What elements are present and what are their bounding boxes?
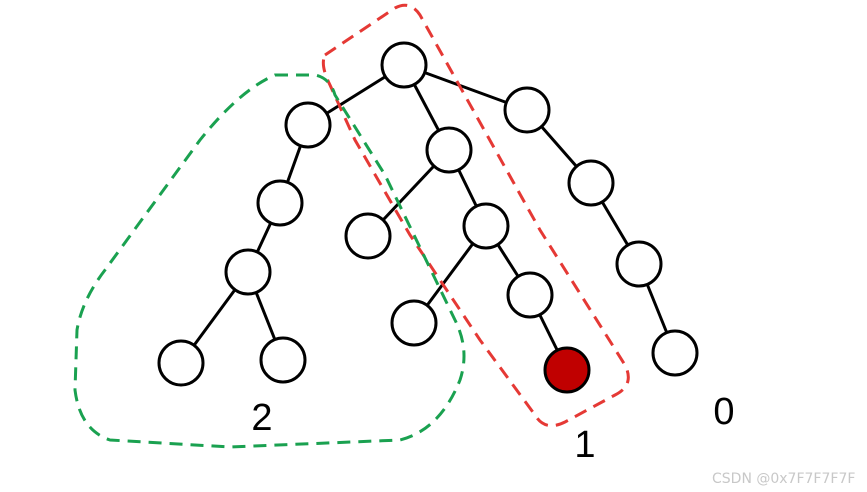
tree-node <box>380 41 428 89</box>
tree-node <box>224 248 272 296</box>
tree-node <box>256 179 304 227</box>
tree-nodes <box>157 41 699 394</box>
group-label-1: 1 <box>574 424 595 466</box>
tree-node <box>259 336 307 384</box>
group-label-0: 0 <box>713 391 734 433</box>
tree-node <box>284 101 332 149</box>
tree-node <box>567 159 615 207</box>
tree-node <box>390 299 438 347</box>
tree-node <box>506 271 554 319</box>
highlighted-node <box>543 346 591 394</box>
group-label-2: 2 <box>251 397 272 439</box>
tree-node <box>462 202 510 250</box>
tree-node <box>425 126 473 174</box>
tree-node <box>157 339 205 387</box>
watermark-text: CSDN @0x7F7F7F7F <box>712 471 855 487</box>
group-2-outline <box>73 73 466 449</box>
tree-node <box>344 212 392 260</box>
tree-node <box>615 240 663 288</box>
tree-node <box>503 86 551 134</box>
tree-node <box>651 329 699 377</box>
